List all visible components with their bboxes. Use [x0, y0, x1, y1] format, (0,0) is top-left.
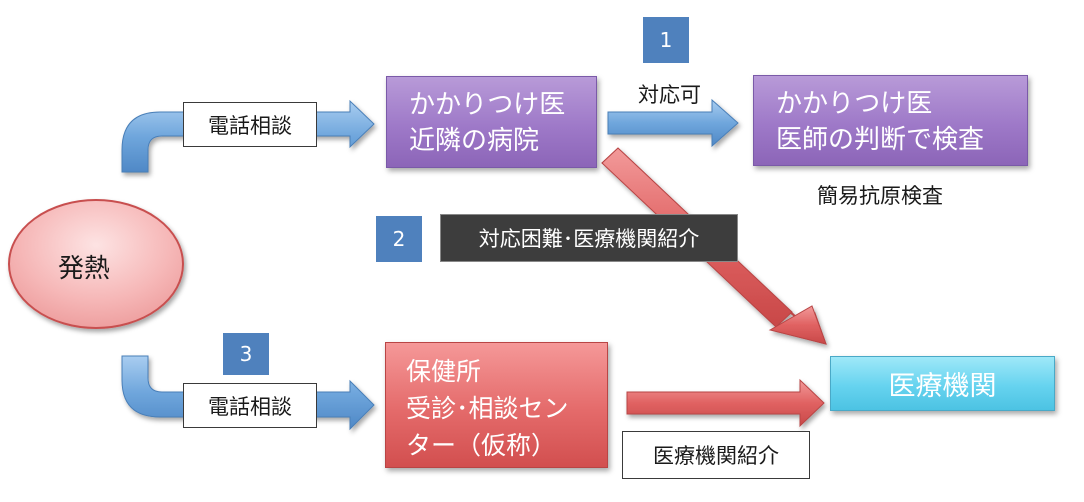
- step-badge-1: 1: [643, 17, 689, 63]
- step-badge-3: 3: [223, 333, 269, 375]
- health-center-line1: 保健所: [406, 357, 482, 386]
- fever-ellipse: [8, 199, 184, 329]
- health-center-line2: 受診･相談セン: [406, 394, 569, 423]
- health-center-line3: ター（仮称）: [406, 431, 557, 460]
- family-doctor-line1: かかりつけ医: [409, 90, 566, 120]
- doctor-test-line1: かかりつけ医: [776, 89, 933, 119]
- health-center-box: 保健所 受診･相談セン ター（仮称）: [385, 342, 608, 468]
- phone-consult-label-top: 電話相談: [183, 102, 317, 147]
- available-arrow: [607, 98, 739, 148]
- phone-consult-label-bottom: 電話相談: [183, 383, 317, 428]
- family-doctor-line2: 近隣の病院: [409, 126, 540, 156]
- family-doctor-box: かかりつけ医 近隣の病院: [386, 76, 597, 168]
- doctor-test-box: かかりつけ医 医師の判断で検査: [753, 75, 1028, 166]
- difficult-referral-label: 対応困難･医療機関紹介: [440, 214, 738, 262]
- available-label: 対応可: [638, 83, 701, 107]
- doctor-test-line2: 医師の判断で検査: [776, 125, 985, 155]
- referral-label: 医療機関紹介: [622, 431, 810, 479]
- quick-antigen-test-label: 簡易抗原検査: [817, 184, 943, 208]
- step-badge-2: 2: [376, 216, 422, 262]
- medical-institution-box: 医療機関: [830, 356, 1055, 411]
- referral-arrow: [626, 378, 825, 428]
- fever-label: 発熱: [58, 254, 111, 284]
